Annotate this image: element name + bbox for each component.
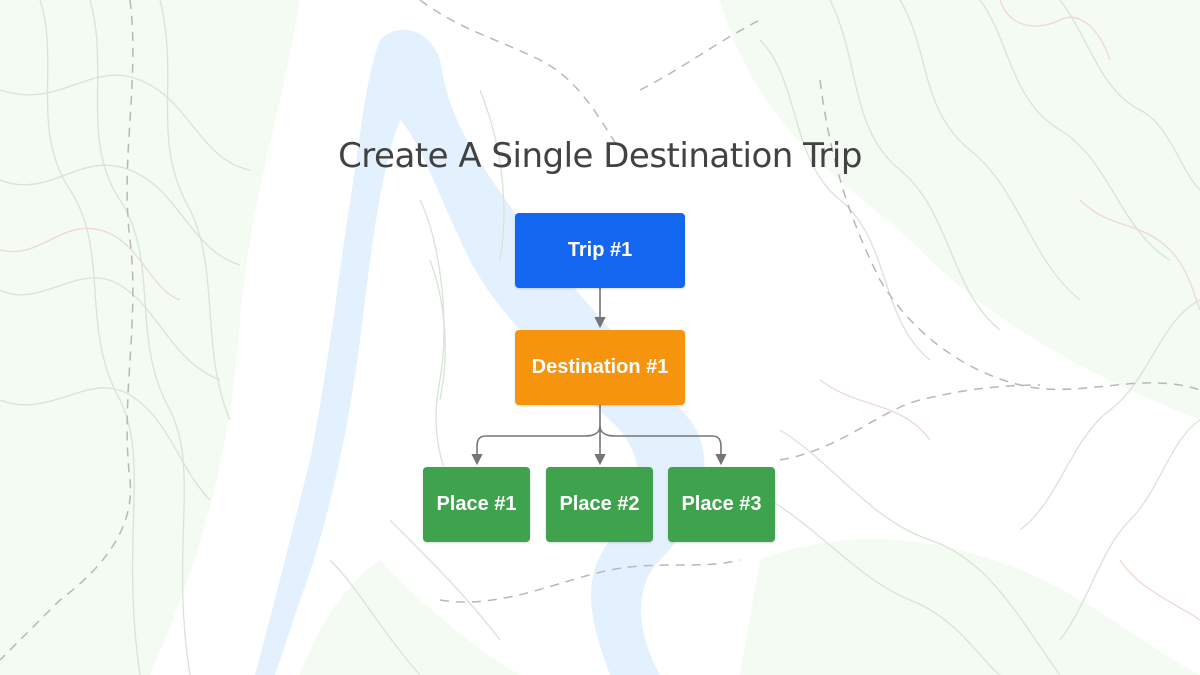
- node-place-3[interactable]: Place #3: [668, 467, 775, 542]
- node-destination-1-label: Destination #1: [531, 356, 669, 378]
- connector-destination-to-place-1: [471, 425, 601, 466]
- node-trip-1[interactable]: Trip #1: [515, 213, 685, 288]
- node-place-1[interactable]: Place #1: [423, 467, 530, 542]
- diagram-title: Create A Single Destination Trip: [338, 136, 862, 176]
- node-place-1-label: Place #1: [436, 493, 517, 515]
- node-trip-1-label: Trip #1: [567, 239, 633, 261]
- connector-destination-to-place-3: [599, 425, 727, 466]
- node-place-3-label: Place #3: [681, 493, 762, 515]
- node-place-2-label: Place #2: [559, 493, 640, 515]
- node-place-2[interactable]: Place #2: [546, 467, 653, 542]
- node-destination-1[interactable]: Destination #1: [515, 330, 685, 405]
